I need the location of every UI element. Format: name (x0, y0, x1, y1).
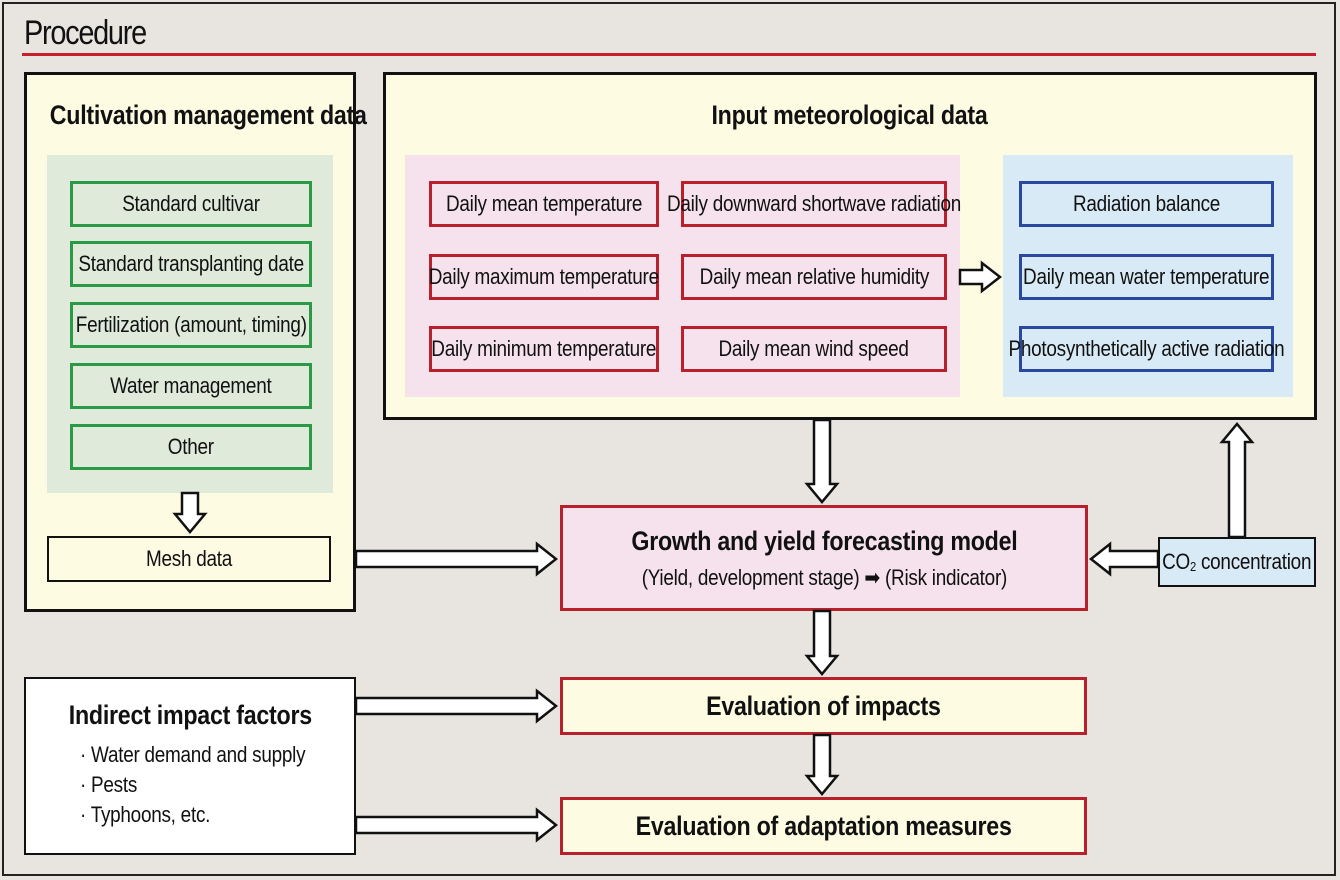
arrow-co2-to-meteo (1219, 422, 1255, 539)
cultivation-item-fertilization: Fertilization (amount, timing) (70, 302, 312, 348)
indirect-item-pests: · Pests (80, 772, 138, 797)
arrow-co2-to-model (1088, 541, 1160, 577)
met-daily-mean-temp: Daily mean temperature (429, 181, 659, 227)
cultivation-heading: Cultivation management data (49, 100, 367, 130)
arrow-meteo-to-model (804, 418, 840, 504)
met-daily-max-temp: Daily maximum temperature (429, 254, 659, 300)
title-divider (22, 53, 1316, 56)
model-output-risk: (Risk indicator) (884, 564, 1007, 590)
cultivation-item-water: Water management (70, 363, 312, 409)
met-wind-speed: Daily mean wind speed (681, 326, 947, 372)
derived-water-temp: Daily mean water temperature (1019, 254, 1274, 300)
arrow-indirect-to-adaptation (354, 807, 559, 843)
model-outputs: (Yield, development stage) ➡ (Risk indic… (612, 565, 1037, 591)
met-shortwave-radiation: Daily downward shortwave radiation (667, 181, 961, 227)
model-output-yield: (Yield, development stage) (641, 564, 860, 590)
cultivation-item-transplanting: Standard transplanting date (70, 241, 312, 287)
arrow-inputs-to-derived (958, 260, 1003, 294)
meteorological-heading: Input meteorological data (711, 100, 989, 130)
model-title: Growth and yield forecasting model (630, 525, 1018, 556)
derived-radiation-balance: Radiation balance (1019, 181, 1274, 227)
arrow-cultivation-to-mesh (172, 491, 208, 534)
indirect-heading: Indirect impact factors (68, 700, 312, 730)
right-arrow-icon: ➡ (864, 564, 880, 590)
arrow-impacts-to-adaptation (804, 733, 840, 796)
evaluation-adaptation-box: Evaluation of adaptation measures (560, 797, 1087, 855)
growth-yield-model-box: Growth and yield forecasting model (Yiel… (560, 505, 1088, 611)
arrow-indirect-to-impacts (354, 688, 559, 724)
cultivation-item-other: Other (70, 424, 312, 470)
met-daily-min-temp: Daily minimum temperature (429, 326, 659, 372)
cultivation-item-cultivar: Standard cultivar (70, 181, 312, 227)
evaluation-impacts-box: Evaluation of impacts (560, 677, 1087, 735)
page-title: Procedure (24, 14, 147, 52)
arrow-cultivation-to-model (354, 541, 559, 577)
mesh-data-box: Mesh data (47, 536, 331, 582)
indirect-list: · Water demand and supply · Pests · Typh… (80, 740, 342, 830)
arrow-model-to-impacts (804, 609, 840, 676)
indirect-item-water: · Water demand and supply (80, 742, 306, 767)
derived-par: Photosynthetically active radiation (1009, 326, 1285, 372)
indirect-item-typhoons: · Typhoons, etc. (80, 802, 211, 827)
met-relative-humidity: Daily mean relative humidity (681, 254, 947, 300)
indirect-impact-panel (24, 677, 356, 855)
co2-concentration-box: CO2 concentration (1158, 537, 1316, 587)
